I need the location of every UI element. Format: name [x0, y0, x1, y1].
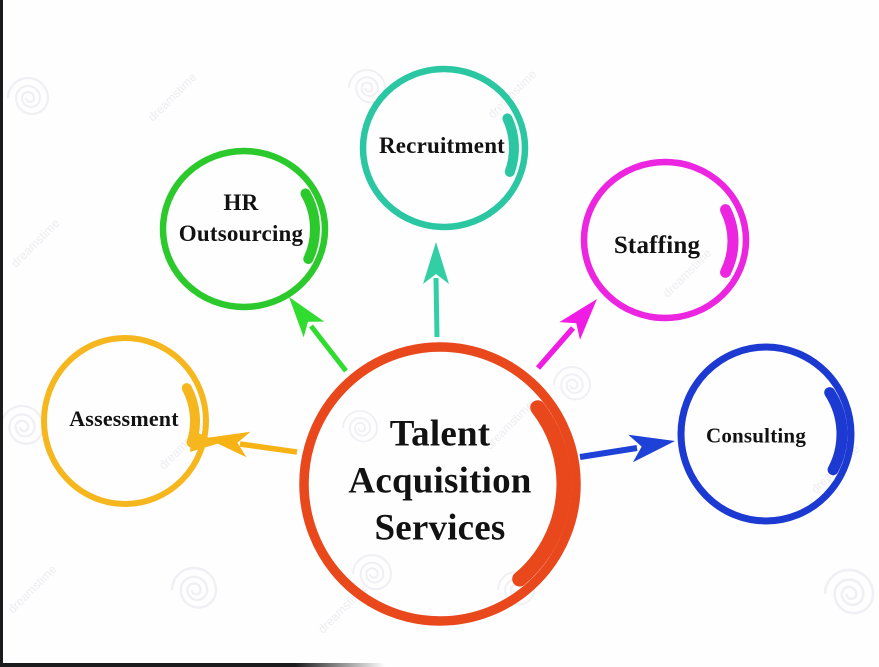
arrow-to-consulting-shaft: [579, 445, 638, 460]
arrow-to-assessment: [206, 431, 298, 458]
circle-hr-outsourcing: [159, 147, 329, 311]
watermark-text: dreamstime: [485, 67, 539, 121]
label-center-line2: Acquisition: [348, 460, 532, 502]
consulting-pen-hook: [824, 387, 848, 476]
label-center: Talent Acquisition Services: [348, 411, 531, 552]
arrow-to-recruitment: [423, 242, 449, 338]
label-hr-outsourcing: HR Outsourcing: [179, 187, 303, 249]
hr-outsourcing-ring: [159, 147, 329, 311]
circle-center: [299, 342, 581, 626]
arrow-to-hr-outsourcing-head: [289, 297, 325, 338]
label-consulting: Consulting: [705, 423, 807, 448]
label-hr-line1: HR: [223, 190, 259, 215]
circle-staffing: [580, 158, 750, 322]
watermark-spiral: [823, 568, 875, 615]
watermark-text: dreamstime: [145, 70, 199, 124]
arrow-to-assessment-head: [206, 431, 251, 458]
hr-outsourcing-pen-hook: [300, 188, 320, 264]
assessment-pen-flick: [190, 430, 220, 452]
watermark-text: dreamstime: [8, 216, 62, 270]
arrow-to-staffing: [535, 299, 597, 370]
center-ring: [299, 342, 581, 626]
label-assessment: Assessment: [69, 406, 179, 431]
watermark-spiral: [0, 404, 45, 445]
circle-consulting: [677, 343, 855, 525]
arrow-to-hr-outsourcing-shaft: [309, 324, 348, 373]
circle-assessment: [41, 335, 220, 507]
recruitment-ring: [359, 65, 529, 231]
arrow-to-consulting: [579, 434, 675, 463]
watermark-spiral: [553, 366, 591, 401]
label-recruitment: Recruitment: [378, 133, 506, 158]
watermark-text: dreamstime: [5, 562, 59, 616]
circle-recruitment: [359, 65, 529, 231]
watermark-spiral: [170, 566, 218, 609]
center-pen-hook: [512, 400, 572, 587]
arrow-to-consulting-head: [628, 434, 675, 463]
left-edge-bar: [0, 0, 3, 667]
arrow-to-hr-outsourcing: [289, 297, 348, 373]
arrow-to-recruitment-shaft: [433, 277, 440, 338]
label-staffing: Staffing: [613, 232, 701, 259]
bottom-edge-bar: [0, 663, 390, 667]
label-center-line3: Services: [374, 507, 506, 549]
assessment-ring: [41, 335, 209, 507]
consulting-ring: [677, 343, 855, 525]
arrow-to-staffing-head: [559, 299, 597, 340]
staffing-pen-hook: [720, 204, 739, 278]
arrow-to-assessment-shaft: [239, 441, 298, 455]
arrow-to-staffing-shaft: [535, 326, 576, 370]
staffing-ring: [580, 158, 750, 322]
recruitment-pen-hook: [502, 113, 519, 177]
arrow-to-recruitment-head: [423, 242, 449, 284]
label-hr-line2: Outsourcing: [178, 221, 304, 246]
watermark-spiral: [6, 76, 50, 116]
label-center-line1: Talent: [389, 413, 491, 455]
